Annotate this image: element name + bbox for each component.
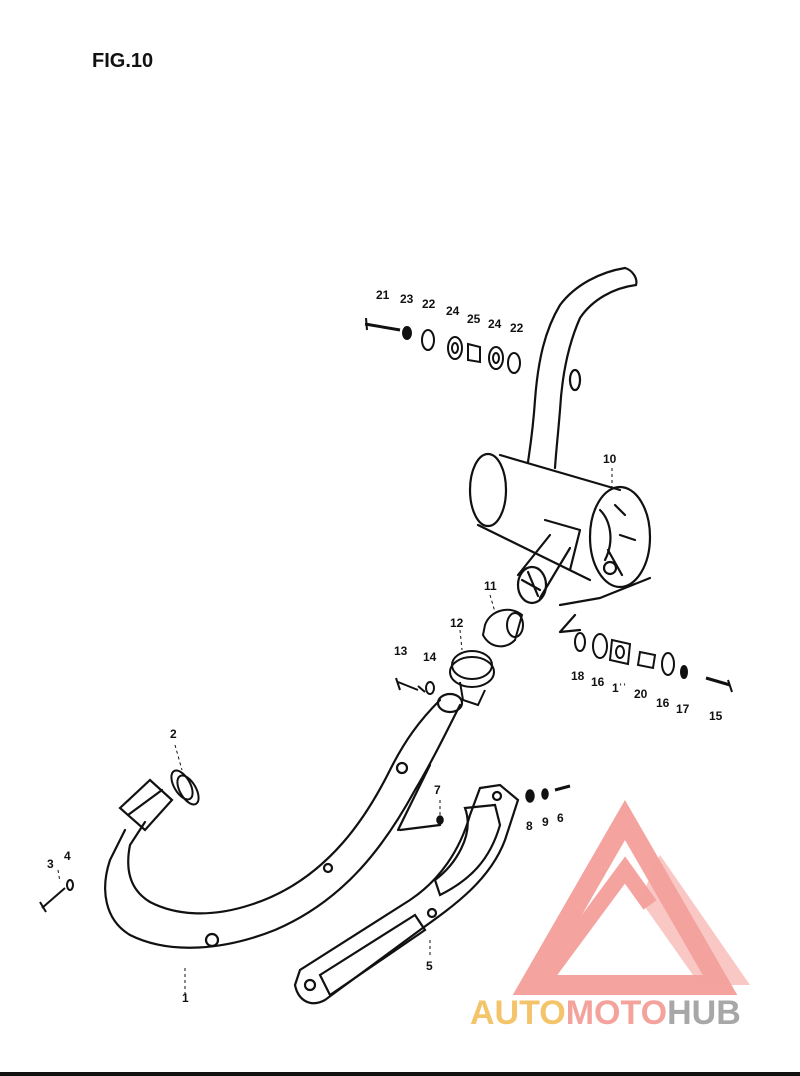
part-label-22-a: 22 [422, 297, 436, 311]
part-label-10: 10 [603, 452, 617, 466]
mount-hardware-21-25 [364, 317, 521, 374]
part-label-11: 11 [484, 579, 497, 593]
watermark-text: AUTOMOTOHUB [470, 994, 741, 1033]
gasket-11 [481, 608, 524, 648]
part-label-12: 12 [450, 616, 464, 630]
part-label-4: 4 [64, 849, 71, 863]
part-label-14: 14 [423, 650, 437, 664]
part-label-5: 5 [426, 959, 433, 973]
watermark-hub: HUB [667, 994, 741, 1032]
heat-shield-5 [293, 783, 520, 1005]
watermark-auto: AUTO [470, 994, 566, 1032]
part-label-3: 3 [47, 857, 54, 871]
clamp-12 [449, 650, 495, 707]
part-label-11b: 1ˈˈ [612, 681, 627, 695]
bolt-3 [39, 879, 74, 913]
exhaust-pipe-1 [104, 692, 464, 949]
part-label-21: 21 [376, 288, 390, 302]
part-label-20: 20 [634, 687, 648, 701]
bottom-border [0, 1072, 800, 1076]
part-label-22-b: 22 [510, 321, 524, 335]
part-label-2: 2 [170, 727, 177, 741]
watermark-moto: MOTO [565, 994, 668, 1032]
part-label-9: 9 [542, 815, 549, 829]
part-label-1: 1 [182, 991, 189, 1005]
bolt-13 [395, 677, 435, 695]
part-label-8: 8 [526, 819, 533, 833]
part-label-13: 13 [394, 644, 408, 658]
ring-2 [170, 769, 200, 806]
part-label-15: 15 [709, 709, 723, 723]
part-label-7: 7 [434, 783, 441, 797]
muffler-assembly [468, 266, 652, 634]
watermark-logo [512, 799, 750, 995]
mount-hardware-15-20 [574, 632, 733, 693]
leader-lines [57, 468, 613, 995]
part-label-16-b: 16 [656, 696, 670, 710]
part-label-23: 23 [400, 292, 414, 306]
part-label-25: 25 [467, 312, 481, 326]
part-label-24-b: 24 [488, 317, 502, 331]
figure-title: FIG.10 [92, 50, 154, 72]
part-label-6: 6 [557, 811, 564, 825]
part-label-16-a: 16 [591, 675, 605, 689]
part-label-17: 17 [676, 702, 690, 716]
part-label-24-a: 24 [446, 304, 460, 318]
part-label-18: 18 [571, 669, 585, 683]
fasteners-6-9 [436, 784, 571, 825]
